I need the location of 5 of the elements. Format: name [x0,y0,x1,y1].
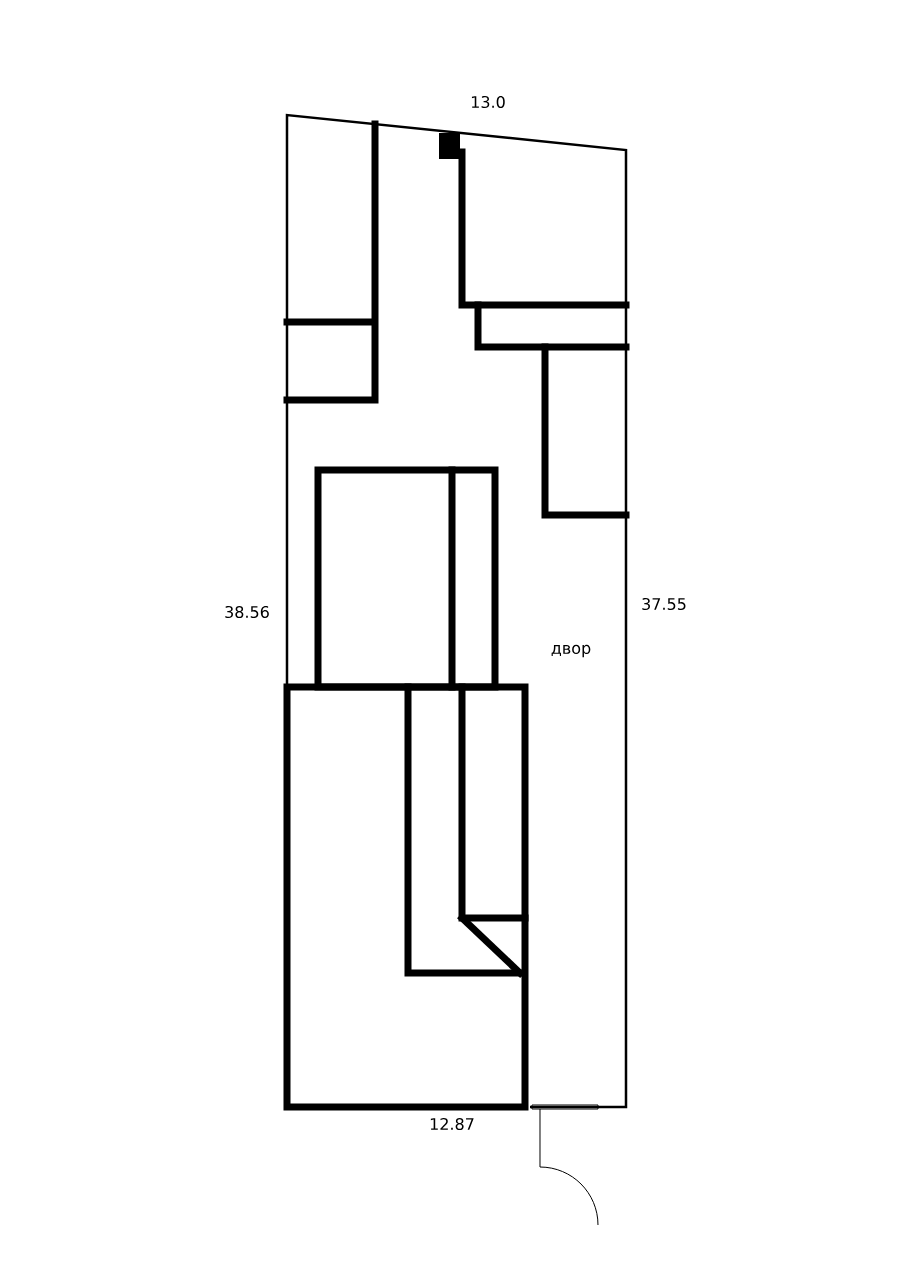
room-label: двор [551,644,591,658]
dimension-label: 12.87 [430,1117,474,1131]
dimension-label: 37.55 [642,597,686,611]
dimension-label: 13.0 [471,95,505,109]
dimension-label: 38.56 [225,605,269,619]
